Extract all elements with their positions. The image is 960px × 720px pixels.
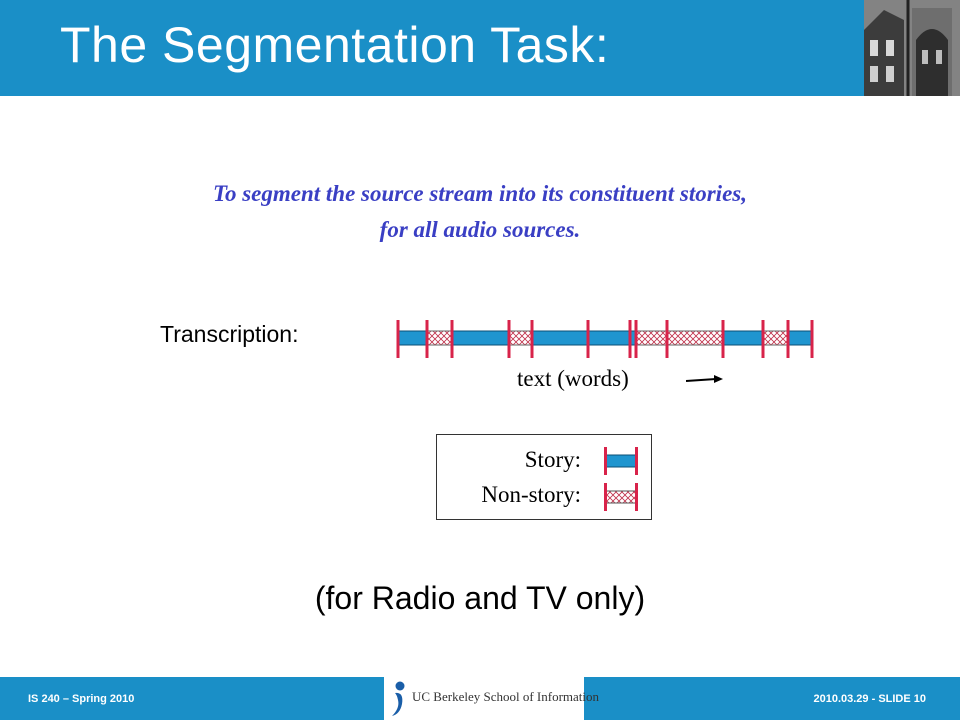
story-segment [531, 330, 589, 346]
story-segment [397, 330, 428, 346]
transcription-timeline [396, 320, 814, 358]
story-segment [587, 330, 631, 346]
story-swatch [604, 447, 638, 475]
school-logo-text: UC Berkeley School of Information [412, 689, 600, 704]
legend-story-label: Story: [524, 447, 581, 472]
ischool-i-icon [392, 681, 405, 716]
non-story-segment [426, 330, 453, 346]
task-description-line-1: To segment the source stream into its co… [213, 181, 747, 206]
story-segment [722, 330, 764, 346]
slide-title: The Segmentation Task: [60, 17, 610, 73]
story-boundary [425, 320, 429, 358]
story-boundary [628, 320, 632, 358]
right-arrow-icon [686, 375, 723, 383]
non-story-swatch [604, 483, 638, 511]
story-boundary [586, 320, 590, 358]
story-boundary [761, 320, 765, 358]
legend-nonstory-label: Non-story: [481, 482, 581, 507]
story-boundary [530, 320, 534, 358]
task-description-line-2: for all audio sources. [379, 217, 581, 242]
story-boundary [396, 320, 400, 358]
text-axis-label: text (words) [517, 366, 629, 391]
course-label: IS 240 – Spring 2010 [28, 693, 135, 705]
school-logo: UC Berkeley School of Information [384, 677, 599, 720]
story-boundary [665, 320, 669, 358]
story-boundary [810, 320, 814, 358]
story-segment [787, 330, 813, 346]
non-story-segment [508, 330, 533, 346]
legend: Story: Non-story: [436, 434, 652, 520]
story-boundary [507, 320, 511, 358]
story-boundary [721, 320, 725, 358]
story-boundary [450, 320, 454, 358]
non-story-segment [762, 330, 789, 346]
transcription-label: Transcription: [160, 321, 299, 347]
non-story-segment [635, 330, 668, 346]
story-segment [451, 330, 510, 346]
task-description: To segment the source stream into its co… [80, 176, 880, 248]
radio-tv-note: (for Radio and TV only) [314, 580, 646, 616]
header-bar: The Segmentation Task: [0, 0, 864, 96]
non-story-segment [666, 330, 724, 346]
building-photo [864, 0, 960, 96]
story-boundary [634, 320, 638, 358]
story-boundary [786, 320, 790, 358]
slide-number: 2010.03.29 - SLIDE 10 [813, 693, 926, 705]
